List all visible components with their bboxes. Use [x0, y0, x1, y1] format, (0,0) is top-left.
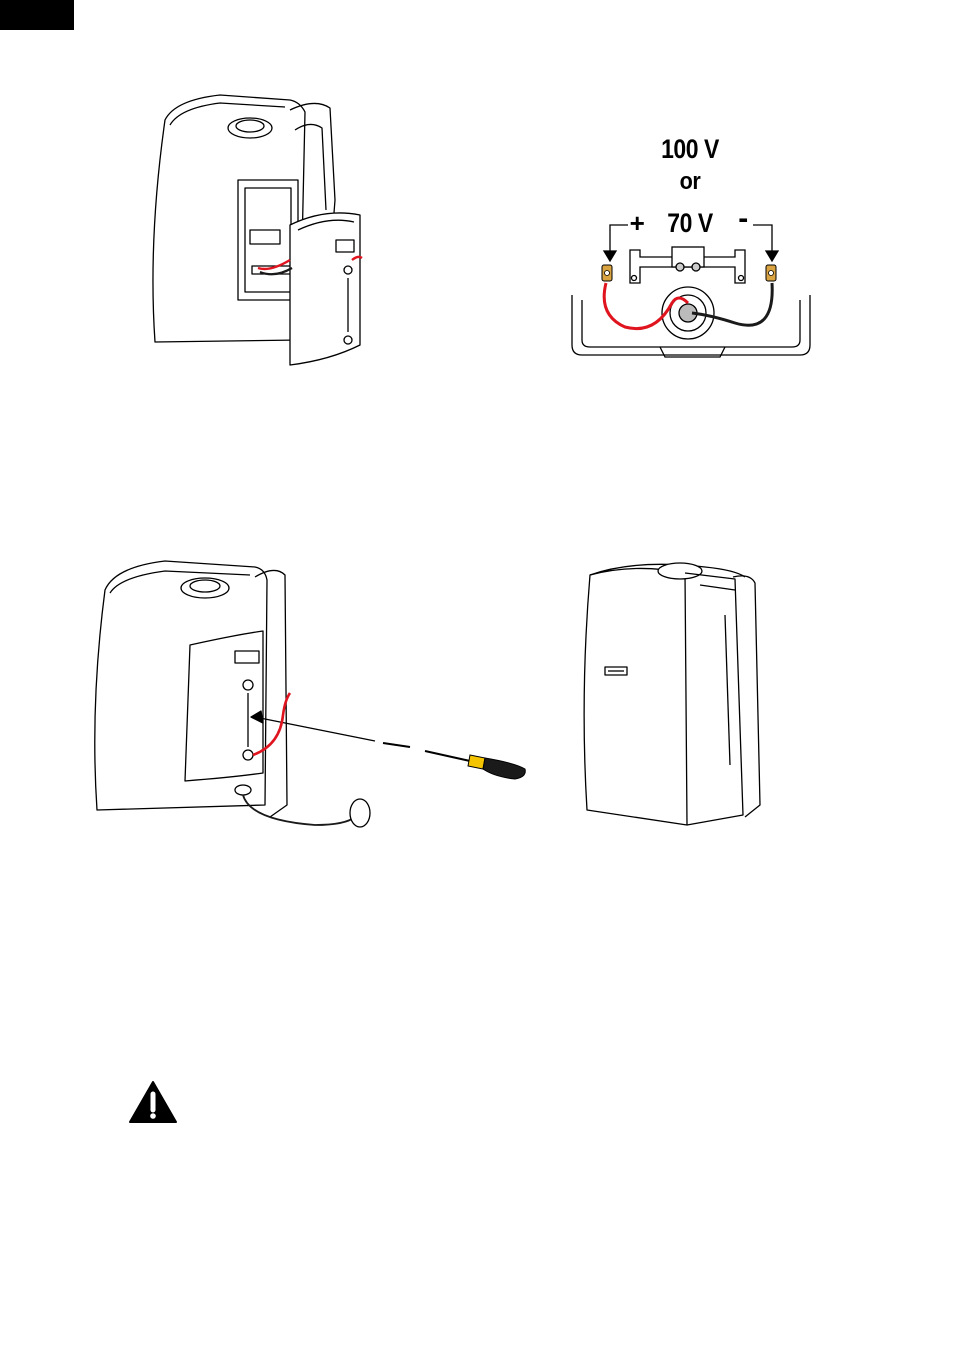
screwdriver-icon: [425, 751, 525, 779]
speaker-terminal-cover-open-illustration: [140, 90, 380, 370]
speaker-cover-screwdriver-illustration: [85, 555, 535, 845]
warning-triangle-icon: [128, 1080, 178, 1124]
voltage-high-label: 100 V: [648, 134, 733, 165]
speaker-assembled-illustration: [575, 555, 775, 835]
voltage-or-label: or: [645, 168, 735, 196]
section-side-tab: [0, 0, 74, 30]
terminal-wiring-diagram: [560, 215, 820, 360]
